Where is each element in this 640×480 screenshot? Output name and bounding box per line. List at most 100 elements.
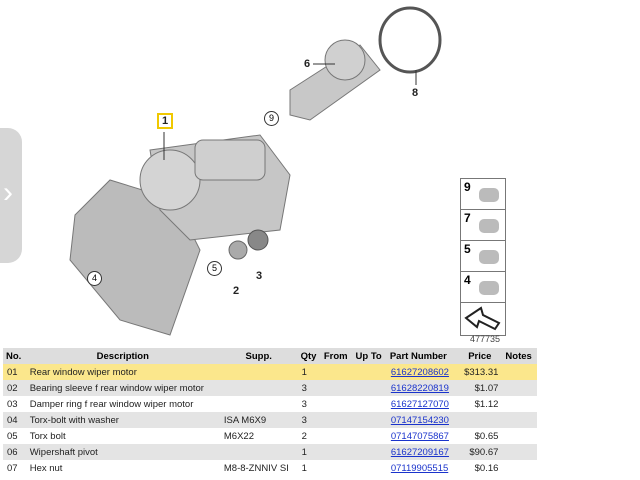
cell-qty: 2 <box>301 430 307 442</box>
cell-no: 07 <box>7 462 18 474</box>
cell-price: $0.65 <box>474 430 499 442</box>
cell-from <box>320 380 353 396</box>
cell-part: 61628220819 <box>386 380 458 396</box>
cell-price: $90.67 <box>457 444 503 460</box>
cell-from <box>321 396 353 412</box>
cell-from <box>321 428 353 444</box>
cell-notes <box>502 444 537 460</box>
cell-qty: 3 <box>297 380 321 396</box>
callout-8[interactable]: 8 <box>412 87 419 99</box>
part-number-link[interactable]: 61628220819 <box>390 382 449 394</box>
torx-bolt-icon <box>479 250 499 264</box>
cell-desc: Torx bolt <box>29 430 66 442</box>
parts-table: No. Description Supp. Qty From Up To Par… <box>3 348 537 476</box>
col-no: No. <box>3 348 26 364</box>
callout-9[interactable]: 9 <box>264 111 279 126</box>
col-qty: Qty <box>297 348 321 364</box>
cell-desc: Wipershaft pivot <box>25 444 220 460</box>
cell-notes <box>502 380 537 396</box>
cell-upto <box>353 396 387 412</box>
cell-qty: 1 <box>301 462 307 474</box>
cell-supp: M6X22 <box>223 430 254 442</box>
legend-item-5: 5 <box>461 241 505 272</box>
part-number-link[interactable]: 61627209167 <box>390 446 449 458</box>
cell-no: 04 <box>3 412 26 428</box>
cell-supp: M8-8-ZNNIV SI <box>223 462 289 474</box>
cell-supp <box>219 364 298 380</box>
cell-supp <box>220 396 298 412</box>
cell-price: $0.16 <box>474 462 499 474</box>
cell-desc: Torx-bolt with washer <box>25 412 220 428</box>
callout-6[interactable]: 6 <box>304 58 311 70</box>
cell-upto <box>353 428 387 444</box>
cell-from <box>320 412 353 428</box>
cell-desc: Rear window wiper motor <box>25 364 220 380</box>
cell-notes <box>502 396 537 412</box>
cell-part: 07119905515 <box>387 460 457 476</box>
cell-part: 07147154230 <box>386 412 458 428</box>
col-description: Description <box>25 348 220 364</box>
part-number-link[interactable]: 07119905515 <box>390 462 449 474</box>
col-notes: Notes <box>502 348 537 364</box>
cell-notes <box>502 428 537 444</box>
col-part-number: Part Number <box>386 348 458 364</box>
callout-3[interactable]: 3 <box>256 270 263 282</box>
cell-part: 61627209167 <box>386 444 458 460</box>
part-number-link[interactable]: 61627208602 <box>390 366 449 378</box>
legend-item-7: 7 <box>461 210 505 241</box>
cell-price: $1.12 <box>474 398 499 410</box>
previous-panel-tab[interactable]: › <box>0 128 22 263</box>
cell-no: 03 <box>7 398 18 410</box>
cell-notes <box>502 460 537 476</box>
cell-price: $1.07 <box>457 380 503 396</box>
cell-notes <box>502 412 537 428</box>
cell-qty: 3 <box>297 412 321 428</box>
cell-upto <box>352 444 387 460</box>
part-number-link[interactable]: 61627127070 <box>390 398 449 410</box>
cell-no: 06 <box>3 444 26 460</box>
torx-bolt-washer-icon <box>479 281 499 295</box>
legend-label: 7 <box>464 211 471 225</box>
callout-4[interactable]: 4 <box>87 271 102 286</box>
col-supp: Supp. <box>219 348 298 364</box>
direction-arrow-icon <box>461 303 505 335</box>
legend-label: 4 <box>464 273 471 287</box>
collar-nut-icon <box>479 188 499 202</box>
col-upto: Up To <box>352 348 387 364</box>
callout-5[interactable]: 5 <box>207 261 222 276</box>
cell-no: 02 <box>3 380 26 396</box>
part-number-link[interactable]: 07147075867 <box>390 430 449 442</box>
cell-desc: Damper ring f rear window wiper motor <box>29 398 194 410</box>
cell-upto <box>353 460 387 476</box>
cell-qty: 1 <box>297 444 321 460</box>
cell-from <box>320 444 353 460</box>
cell-desc: Bearing sleeve f rear window wiper motor <box>25 380 220 396</box>
cell-upto <box>352 380 387 396</box>
parts-illustration <box>69 6 442 336</box>
image-number: 477735 <box>470 334 501 344</box>
cell-price <box>457 412 503 428</box>
legend-item-9: 9 <box>461 179 505 210</box>
part-number-link[interactable]: 07147154230 <box>390 414 449 426</box>
hex-nut-icon <box>479 219 499 233</box>
cell-supp: ISA M6X9 <box>219 412 298 428</box>
legend-label: 5 <box>464 242 471 256</box>
col-price: Price <box>457 348 503 364</box>
callout-1[interactable]: 1 <box>157 113 174 129</box>
cell-supp <box>219 380 298 396</box>
callout-2[interactable]: 2 <box>233 285 240 297</box>
hardware-legend: 9 7 5 4 <box>460 178 506 336</box>
cell-notes <box>502 364 537 380</box>
table-row[interactable]: 05 Torx bolt M6X22 2 07147075867 $0.65 <box>3 428 537 444</box>
cell-upto <box>352 412 387 428</box>
cell-no: 05 <box>7 430 18 442</box>
parts-diagram: › 1 9 6 8 4 5 2 3 9 7 5 4 477735 <box>0 6 506 344</box>
cell-part: 61627208602 <box>386 364 458 380</box>
cell-qty: 1 <box>297 364 321 380</box>
